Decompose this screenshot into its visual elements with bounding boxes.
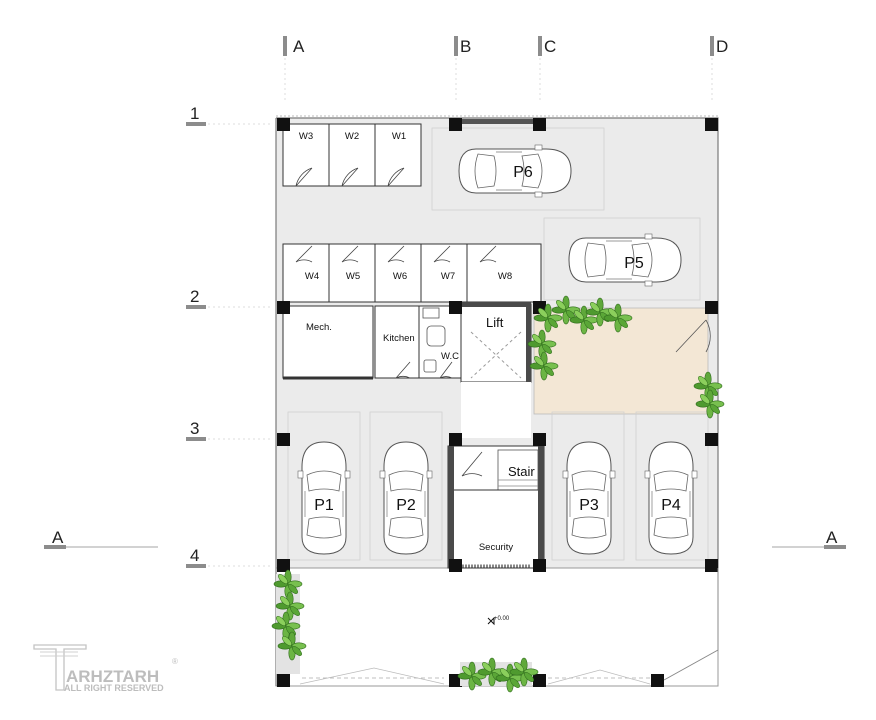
room-label-w1: W1 — [392, 131, 406, 142]
grid-label-d: D — [716, 37, 728, 56]
watermark-brand: ARHZTARH — [66, 667, 159, 686]
parking-label-p5: P5 — [624, 255, 644, 272]
parking-bays — [287, 127, 709, 561]
central-core — [461, 382, 531, 438]
section-mark-left: A — [44, 528, 158, 549]
stair-core — [447, 445, 545, 569]
parking-label-p2: P2 — [396, 497, 416, 514]
grid-label-c: C — [544, 37, 556, 56]
section-mark-right: A — [772, 528, 846, 549]
parking-label-p3: P3 — [579, 497, 599, 514]
wc-block-top — [282, 123, 422, 187]
wc-doors-top — [295, 167, 405, 187]
room-label-stair: Stair — [508, 464, 535, 479]
parking-label-p4: P4 — [661, 497, 681, 514]
toilet-fixture — [426, 325, 446, 347]
grid-rows — [208, 123, 270, 567]
grid-label-b: B — [460, 37, 471, 56]
room-label-w8: W8 — [498, 271, 512, 282]
parking-label-p6: P6 — [513, 164, 533, 181]
parking-label-p1: P1 — [314, 497, 334, 514]
courtyard-door — [675, 319, 711, 353]
planter-yard-bottom — [457, 657, 539, 693]
room-label-w2: W2 — [345, 131, 359, 142]
room-label-w6: W6 — [393, 271, 407, 282]
watermark-logo: ARHZTARH ALL RIGHT RESERVED ® — [33, 644, 178, 693]
level-marker: +0.00 — [487, 616, 510, 626]
grid-label-1: 1 — [190, 104, 199, 123]
room-label-w5: W5 — [346, 271, 360, 282]
room-label-lift: Lift — [486, 315, 504, 330]
lift-shaft — [460, 302, 532, 383]
room-label-wc: W.C — [441, 351, 459, 362]
grid-row-markers — [186, 122, 206, 568]
wc-doors-mid — [295, 245, 497, 263]
planter-yard-left — [271, 569, 307, 674]
room-label-w3: W3 — [299, 131, 313, 142]
level-marker-value: +0.00 — [494, 616, 510, 622]
sink-fixture — [423, 359, 437, 373]
watermark-reg: ® — [172, 657, 178, 666]
grid-columns — [284, 58, 713, 100]
grid-label-4: 4 — [190, 546, 199, 565]
section-label-left: A — [52, 528, 64, 547]
entrance-ramp-edge — [663, 568, 719, 681]
wc-block-mid — [282, 243, 542, 303]
watermark-rights: ALL RIGHT RESERVED — [64, 683, 164, 693]
grid-column-markers — [283, 36, 714, 56]
section-label-right: A — [826, 528, 838, 547]
room-label-w7: W7 — [441, 271, 455, 282]
grid-label-3: 3 — [190, 419, 199, 438]
grid-label-a: A — [293, 37, 305, 56]
room-label-security: Security — [479, 542, 514, 553]
room-label-w4: W4 — [305, 271, 319, 282]
room-label-kitchen: Kitchen — [383, 333, 415, 344]
grid-label-2: 2 — [190, 287, 199, 306]
room-label-mech: Mech. — [306, 322, 332, 333]
